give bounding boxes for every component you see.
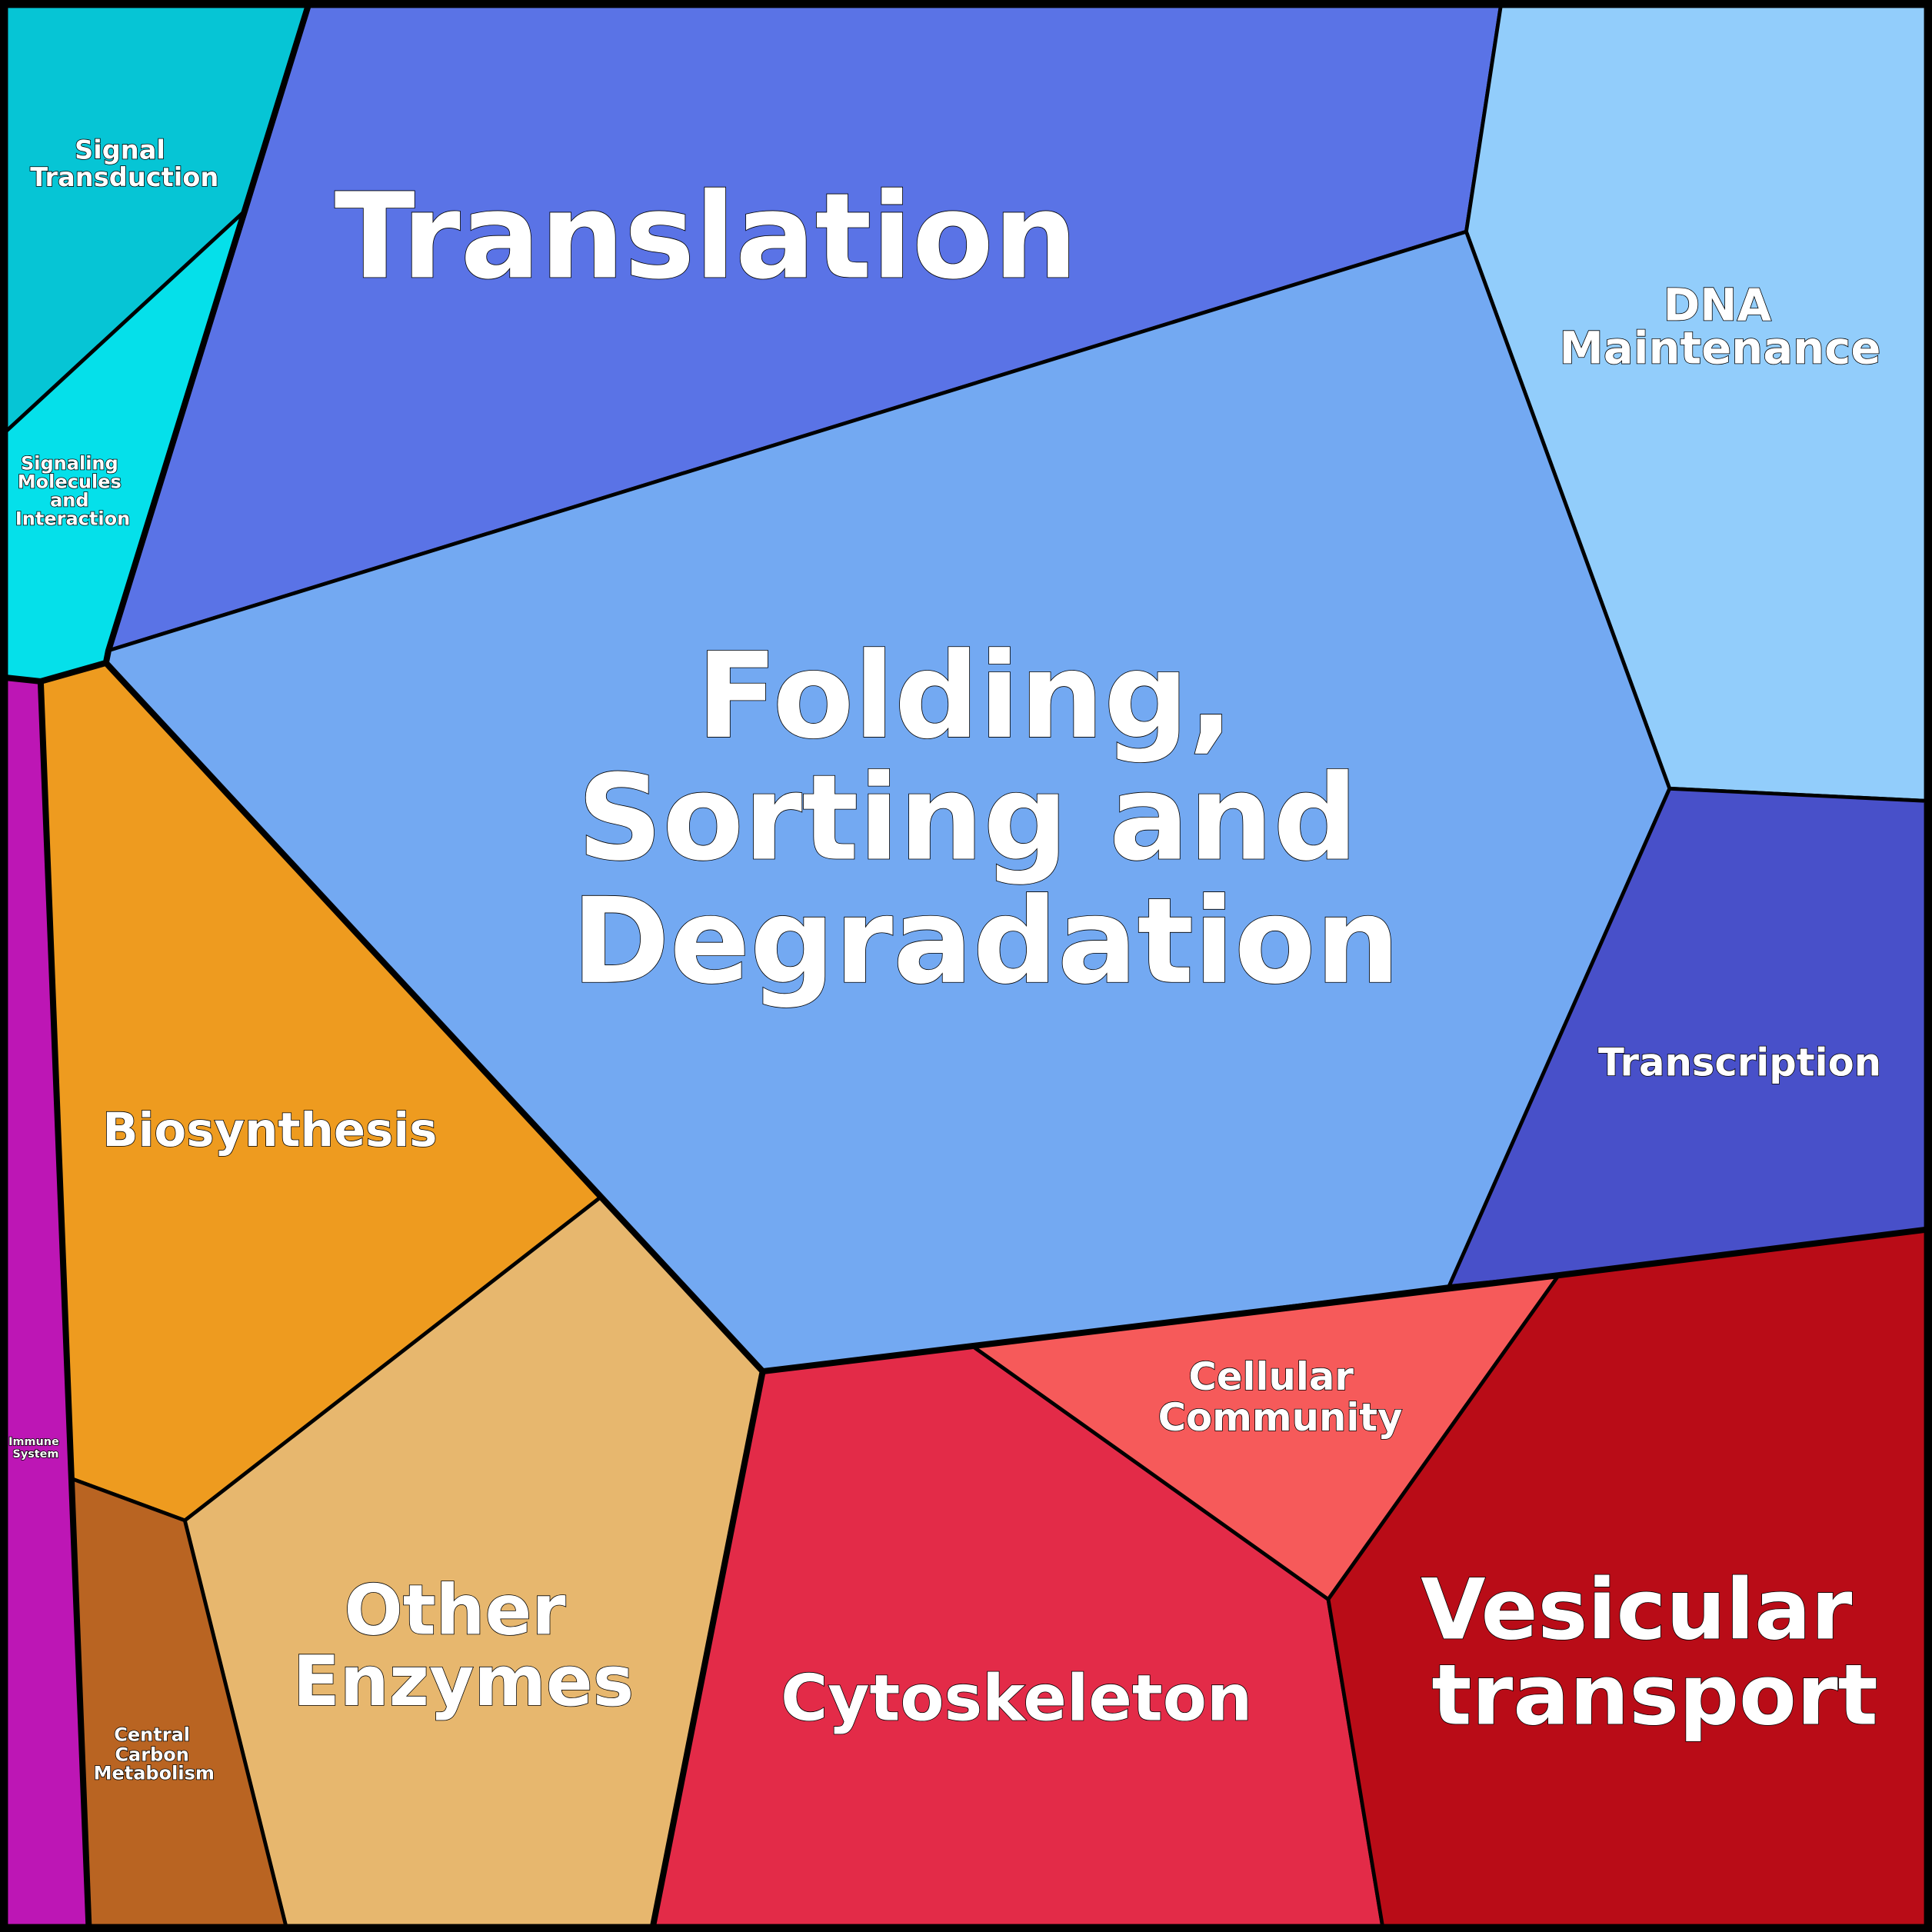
label-folding: Folding, Sorting and Degradation [571, 628, 1400, 1011]
label-immune-system: Immune System [8, 1436, 63, 1461]
label-signaling-molecules: Signaling Molecules and Interaction [15, 452, 130, 529]
label-transcription: Transcription [1598, 1041, 1881, 1085]
label-biosynthesis: Biosynthesis [102, 1103, 437, 1158]
label-vesicular-transport: Vesicular transport [1421, 1561, 1881, 1744]
label-dna-maintenance: DNA Maintenance [1559, 279, 1880, 375]
label-signal-transduction: Signal Transduction [30, 135, 218, 192]
label-cytoskeleton: Cytoskeleton [781, 1661, 1252, 1735]
label-translation: Translation [335, 168, 1078, 305]
label-central-carbon: Central Carbon Metabolism [94, 1724, 215, 1784]
label-cellular-community: Cellular Community [1158, 1354, 1403, 1440]
label-other-enzymes: Other Enzymes [293, 1571, 635, 1722]
